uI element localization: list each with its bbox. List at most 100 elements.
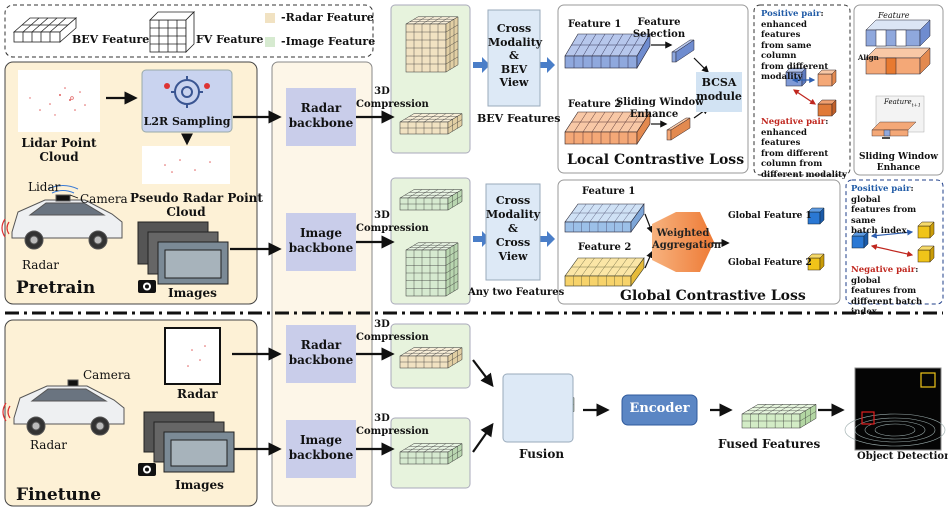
pseudo-radar-points bbox=[164, 159, 211, 173]
radar-image-label-ft: Radar bbox=[177, 387, 218, 401]
weighted-aggregation-shape bbox=[652, 212, 714, 272]
global-feature1-input-label: Feature 1 bbox=[582, 186, 636, 197]
radar-wave-icon-ft bbox=[2, 402, 11, 422]
pseudo-radar-image bbox=[142, 146, 230, 184]
image-bev-cube bbox=[399, 189, 463, 211]
global-feature2-slab bbox=[564, 257, 645, 287]
global-feature2-label: Global Feature 2 bbox=[728, 258, 812, 268]
cross-modality-cross-view-box bbox=[485, 183, 541, 281]
car-icon-finetune bbox=[13, 379, 125, 436]
legend-radar-label: -Radar Feature bbox=[281, 11, 374, 24]
arrow-blue bbox=[538, 231, 555, 247]
fv-feature-icon bbox=[149, 11, 195, 53]
global-feature2-input-label: Feature 2 bbox=[578, 242, 632, 253]
image-stack bbox=[137, 221, 229, 285]
feature2-slab-grid bbox=[571, 111, 644, 144]
bev-feature-icon bbox=[12, 17, 78, 43]
radar-backbone-box-ft bbox=[286, 325, 356, 383]
feature-t1-label: Featuret+1 bbox=[884, 98, 921, 109]
camera-icon-ft bbox=[138, 463, 156, 476]
image-feature-swatch bbox=[265, 37, 275, 47]
feature1-slab-grid bbox=[571, 33, 644, 68]
gear-icon bbox=[171, 76, 203, 108]
pair-cube-orange-pos bbox=[817, 69, 837, 87]
selected-feature-cube bbox=[671, 39, 695, 63]
image-backbone-box-ft bbox=[286, 420, 356, 478]
pair-cube-orange-neg bbox=[817, 99, 837, 117]
lidar-wave-icon bbox=[47, 185, 79, 194]
legend-bev-label: BEV Feature bbox=[72, 33, 150, 46]
arrow-blue bbox=[538, 57, 555, 73]
fused-features-label: Fused Features bbox=[718, 437, 821, 451]
red-dot bbox=[164, 83, 170, 89]
feature1-label: Feature 1 bbox=[568, 19, 622, 30]
bev-features-label: BEV Features bbox=[477, 112, 561, 125]
camera-label: Camera bbox=[80, 192, 128, 206]
encoder-label: Encoder bbox=[629, 401, 690, 416]
object-detection-label: Object Detection bbox=[857, 451, 948, 462]
enhanced-feature-cube bbox=[666, 117, 691, 141]
radar-label: Radar bbox=[22, 258, 60, 272]
finetune-title: Finetune bbox=[16, 485, 102, 505]
align-label: Align bbox=[858, 53, 879, 62]
legend-fv-label: FV Feature bbox=[196, 33, 264, 46]
pretrain-title: Pretrain bbox=[16, 278, 96, 298]
any-two-features-label: Any two Features bbox=[468, 287, 565, 298]
red-dot bbox=[204, 83, 210, 89]
encoder-box bbox=[621, 394, 698, 426]
global-pair-panel bbox=[845, 179, 944, 305]
global-feature2-grid bbox=[571, 257, 638, 286]
cross-modality-bev-box bbox=[487, 9, 541, 107]
image-backbone-box bbox=[286, 213, 356, 271]
fusion-label: Fusion bbox=[519, 447, 565, 461]
local-contrastive-loss-label: Local Contrastive Loss bbox=[567, 152, 745, 168]
radar-backbone-box bbox=[286, 88, 356, 146]
gpair-yellow-cube-neg bbox=[917, 245, 935, 263]
global-contrastive-loss-label: Global Contrastive Loss bbox=[620, 288, 806, 304]
image-fv-cube bbox=[405, 242, 459, 297]
car-icon bbox=[11, 194, 123, 250]
radar-fv-cube bbox=[405, 16, 459, 73]
radar-image-ft bbox=[164, 327, 221, 385]
fused-features-cube bbox=[741, 403, 817, 429]
radar-feature-swatch bbox=[265, 13, 275, 23]
legend-image-label: -Image Feature bbox=[281, 35, 376, 48]
l2r-sampling-label: L2R Sampling bbox=[143, 115, 231, 128]
global-feature1-cube bbox=[807, 207, 825, 225]
align-feature-label: Feature bbox=[878, 11, 910, 20]
radar-bev-cube bbox=[399, 113, 463, 135]
lidar-sensor bbox=[55, 194, 71, 202]
camera-icon bbox=[138, 280, 156, 293]
global-feature1-slab bbox=[564, 203, 645, 233]
images-label-ft: Images bbox=[175, 478, 224, 492]
lidar-points bbox=[29, 87, 86, 116]
image-stack-ft bbox=[143, 411, 235, 473]
lidar-rings bbox=[844, 413, 946, 447]
object-detection-image bbox=[854, 367, 942, 451]
global-feature1-label: Global Feature 1 bbox=[728, 211, 812, 221]
fusion-box bbox=[502, 373, 574, 443]
camera-label-ft: Camera bbox=[83, 368, 131, 382]
radar-bev-cube-ft bbox=[399, 347, 463, 369]
radar-sensor-label-ft: Radar bbox=[30, 438, 68, 452]
detection-box-red bbox=[861, 411, 875, 425]
lidar-label: Lidar bbox=[28, 180, 61, 194]
